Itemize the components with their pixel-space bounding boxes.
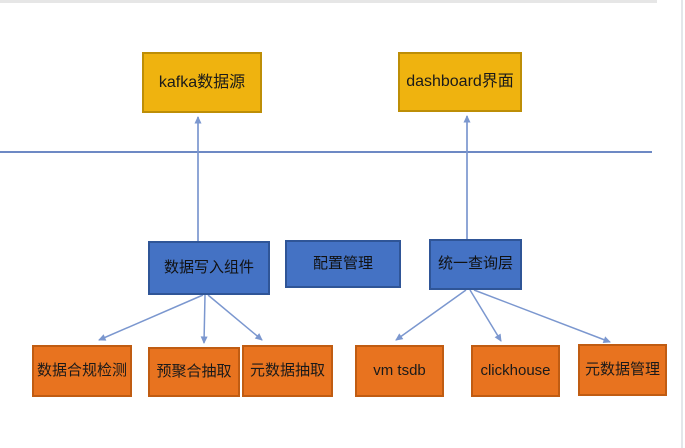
arrow-query-to-vm-tsdb — [395, 289, 467, 341]
node-config-management-label: 配置管理 — [312, 254, 373, 272]
node-config-management[interactable]: 配置管理 — [285, 240, 401, 288]
node-dashboard-ui-label: dashboard界面 — [406, 73, 514, 91]
arrow-writer-to-meta-extract — [207, 294, 263, 341]
page-top-edge — [0, 0, 657, 3]
arrow-writer-to-compliance — [98, 294, 204, 341]
arrow-writer-to-preagg — [200, 294, 208, 344]
node-data-compliance-check[interactable]: 数据合规检测 — [32, 345, 132, 397]
node-vm-tsdb[interactable]: vm tsdb — [355, 345, 444, 397]
node-kafka-source-label: kafka数据源 — [158, 73, 246, 91]
node-metadata-extract-label: 元数据抽取 — [249, 361, 325, 379]
node-preaggregation-extract-label: 预聚合抽取 — [156, 362, 232, 380]
page-right-edge — [681, 0, 683, 448]
node-metadata-management-label: 元数据管理 — [584, 360, 660, 378]
node-data-write-component-label: 数据写入组件 — [163, 258, 254, 276]
node-vm-tsdb-label: vm tsdb — [373, 361, 426, 379]
arrow-query-to-meta-manage — [473, 289, 611, 343]
node-unified-query-layer-label: 统一查询层 — [437, 255, 513, 273]
node-metadata-extract[interactable]: 元数据抽取 — [242, 345, 333, 397]
node-data-write-component[interactable]: 数据写入组件 — [148, 241, 270, 295]
node-clickhouse[interactable]: clickhouse — [471, 345, 560, 397]
arrow-query-to-clickhouse — [469, 289, 502, 342]
node-kafka-source[interactable]: kafka数据源 — [142, 52, 262, 113]
node-preaggregation-extract[interactable]: 预聚合抽取 — [148, 347, 240, 397]
node-unified-query-layer[interactable]: 统一查询层 — [429, 239, 522, 290]
node-dashboard-ui[interactable]: dashboard界面 — [398, 52, 522, 112]
node-data-compliance-check-label: 数据合规检测 — [36, 361, 127, 379]
node-clickhouse-label: clickhouse — [480, 361, 551, 379]
node-metadata-management[interactable]: 元数据管理 — [578, 344, 667, 396]
